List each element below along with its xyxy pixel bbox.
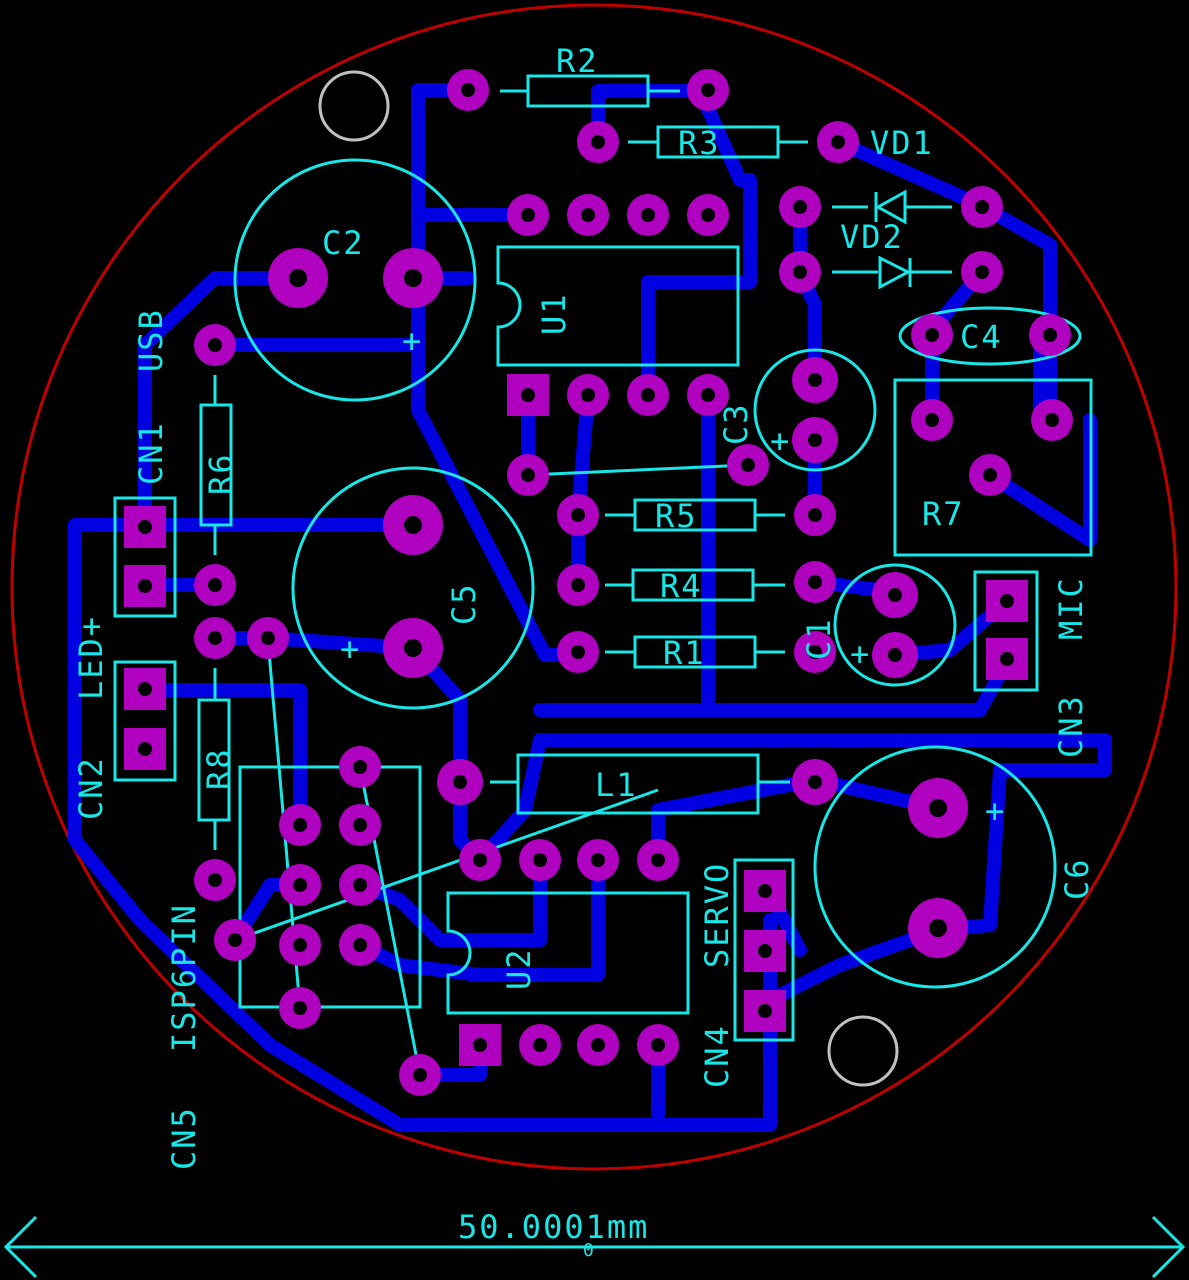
- label-U2: U2: [500, 947, 538, 990]
- dimension-label: 50.0001mm: [458, 1208, 649, 1246]
- label-led: LED+: [72, 615, 110, 700]
- label-VD1: VD1: [870, 124, 934, 162]
- label-R7: R7: [922, 495, 965, 533]
- label-isp: ISP6PIN: [165, 903, 203, 1052]
- label-C6: C6: [1058, 857, 1096, 900]
- label-C3: C3: [717, 402, 755, 445]
- polarity-C1: +: [850, 635, 871, 673]
- label-R1: R1: [663, 634, 706, 672]
- board-outline: [10, 3, 1178, 1171]
- label-cn5: CN5: [165, 1106, 203, 1170]
- polarity-C3: +: [770, 422, 791, 460]
- label-C4: C4: [960, 318, 1003, 356]
- label-L1: L1: [595, 766, 638, 804]
- label-R5: R5: [655, 497, 698, 535]
- label-C2: C2: [322, 224, 365, 262]
- label-VD2: VD2: [840, 218, 904, 256]
- dimension-marker: 0: [583, 1240, 596, 1261]
- label-cn2: CN2: [72, 756, 110, 820]
- label-R4: R4: [660, 567, 703, 605]
- silkscreen-labels: R2 R3 VD1 VD2 C2 + U1 C4 C3 + R7 R5 R4 R…: [72, 42, 1096, 1170]
- label-servo: SERVO: [698, 862, 736, 968]
- label-cn1: CN1: [132, 421, 170, 485]
- label-cn4: CN4: [698, 1024, 736, 1088]
- dimension-line: 50.0001mm 0: [3, 1208, 1186, 1279]
- label-R6: R6: [202, 452, 240, 495]
- label-cn3: CN3: [1052, 694, 1090, 758]
- label-R3: R3: [678, 124, 721, 162]
- polarity-C2: +: [402, 322, 423, 360]
- label-R2: R2: [556, 42, 599, 80]
- label-R8: R8: [200, 747, 238, 790]
- polarity-C6: +: [985, 792, 1006, 830]
- polarity-C5: +: [340, 630, 361, 668]
- mounting-hole-bottom: [827, 1015, 899, 1087]
- label-C5: C5: [445, 582, 483, 625]
- mounting-hole-top: [318, 70, 390, 142]
- label-C1: C1: [800, 617, 838, 660]
- label-U1: U1: [535, 292, 573, 335]
- copper-tracks: [68, 83, 1112, 1132]
- silkscreen-bodies: [113, 74, 1093, 1076]
- label-usb: USB: [132, 308, 170, 372]
- label-mic: MIC: [1052, 576, 1090, 640]
- pads: [124, 69, 1073, 1096]
